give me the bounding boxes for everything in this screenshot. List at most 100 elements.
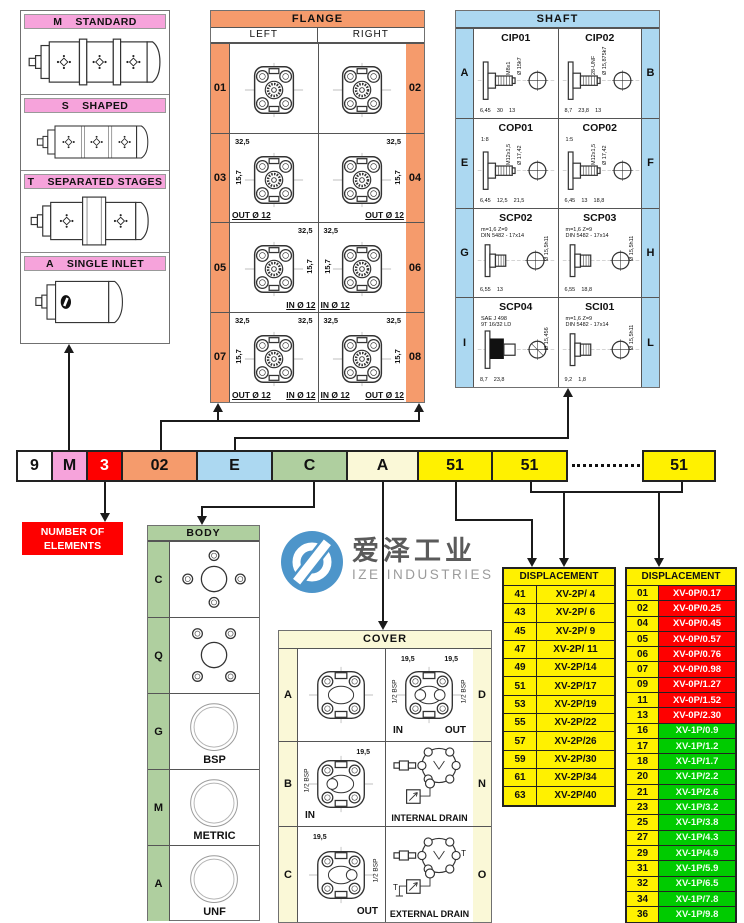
body-code: Q <box>148 618 170 693</box>
port-label: IN Ø 12 <box>286 300 316 311</box>
dim-label: Ø 15k7 <box>517 57 523 75</box>
dim-label: m=1,6 Z=9 <box>565 226 593 233</box>
dim-label: Ø 15,875k7 <box>601 46 608 75</box>
number-of-elements-label: NUMBER OF ELEMENTS <box>22 522 123 555</box>
dim-label: 15,7 <box>233 349 243 364</box>
connector-type-line <box>68 350 70 450</box>
body-drawing: UNF <box>170 846 259 921</box>
flange-code-07: 07 <box>211 312 229 402</box>
flange-code-08: 08 <box>406 312 424 402</box>
shaft-title: SHAFT <box>456 11 659 28</box>
arrow-up-icon <box>64 344 74 353</box>
logo-chinese-text: 爱泽工业 <box>352 536 476 566</box>
arrow-up-icon <box>213 403 223 412</box>
dim-label: 1/2 BSP <box>460 679 468 704</box>
dim-label: 1/2 BSP <box>303 768 311 793</box>
dim-label: 32,5 <box>235 316 250 326</box>
pump-type-header: M STANDARD <box>24 14 166 29</box>
pump-type-code: T <box>27 175 35 188</box>
flange-cell-01 <box>229 43 318 133</box>
dim-label: 1/2 BSP <box>372 858 380 883</box>
shaft-panel: SHAFT A CIP01 M8x1 Ø 15k7 6,45 30 13 CIP… <box>455 10 660 388</box>
connector-shaft-line <box>567 395 569 439</box>
shaft-code-E: E <box>456 117 473 208</box>
flange-drawing-icon <box>243 61 305 119</box>
dim-label: Ø 15,5h11 <box>544 235 550 261</box>
shaft-code-A: A <box>456 28 473 118</box>
dim-label: 32,5 <box>323 316 339 326</box>
drain-type-label: EXTERNAL DRAIN <box>389 909 470 919</box>
connector-displacement-line <box>455 519 533 521</box>
connector-displacement-line <box>530 482 532 493</box>
dim-label: m=1,6 Z=9 <box>565 316 593 323</box>
dim-label: 32,5 <box>235 136 250 146</box>
pump-type-label: SHAPED <box>82 99 129 112</box>
pump-type-code: A <box>45 257 54 270</box>
shaft-code-G: G <box>456 207 473 298</box>
cover-cell-a <box>297 649 385 741</box>
pump-type-code: S <box>61 99 70 112</box>
dim-label: M8x1 <box>506 61 512 75</box>
cover-cell-b: 1/2 BSP 19,5 IN <box>297 741 385 826</box>
body-row-c: C <box>148 541 259 617</box>
connector-shaft-line <box>234 437 236 450</box>
tank-port-label: T <box>461 849 466 858</box>
cover-cell-c: 19,5 1/2 BSP OUT <box>297 826 385 922</box>
body-code: G <box>148 694 170 769</box>
body-code: C <box>148 542 170 617</box>
code-box-series: 9 <box>16 450 53 482</box>
cover-cell-n: INTERNAL DRAIN <box>385 741 473 826</box>
port-label: OUT Ø 12 <box>365 210 404 221</box>
connector-flange-line <box>217 408 219 421</box>
body-drawing: METRIC <box>170 770 259 845</box>
flange-cell-05: 32,5 15,7 IN Ø 12 <box>229 222 318 313</box>
connector-displacement-line <box>658 491 660 560</box>
flange-cell-04: 32,5 15,7 OUT Ø 12 <box>317 132 406 223</box>
flange-drawing-icon <box>331 241 393 298</box>
dim-label: DIN 5482 - 17x14 <box>565 322 609 329</box>
flange-drawing-icon <box>243 241 305 298</box>
dim-label: 19,5 <box>356 749 370 756</box>
dim-label: Ø 15,5h11 <box>628 325 635 351</box>
dim-label: Ø 17,42 <box>517 145 523 165</box>
dim-label: 15,7 <box>322 259 332 275</box>
shaft-cell-scp02: SCP02 m=1,6 Z=9 DIN 5482 - 17x14 Ø 15,5h… <box>473 207 558 298</box>
dim-label: 6,45 12,5 21,5 <box>480 197 525 204</box>
flange-drawing-icon <box>331 330 393 388</box>
dim-label: 19,5 <box>313 834 327 841</box>
shaft-code-B: B <box>642 28 659 118</box>
flange-cell-07: 32,5 32,5 15,7 OUT Ø 12 IN Ø 12 <box>229 312 318 402</box>
shaft-drawing-icon <box>561 61 640 100</box>
shaft-cell-sci01: SCI01 m=1,6 Z=9 DIN 5482 - 17x14 Ø 15,5h… <box>557 297 642 388</box>
shaft-drawing-icon <box>477 151 555 190</box>
dim-label: Ø 17,42 <box>601 145 608 165</box>
connector-shaft-line <box>234 437 569 439</box>
pump-type-header: S SHAPED <box>24 98 166 113</box>
cover-code-A: A <box>279 649 297 741</box>
body-code: M <box>148 770 170 845</box>
arrow-down-icon <box>378 621 388 630</box>
dim-label: 1:8 <box>481 136 489 143</box>
shaft-name: SCP03 <box>583 211 617 224</box>
port-label: OUT Ø 12 <box>232 389 271 400</box>
code-box-displacement-2: 51 <box>491 450 568 482</box>
dim-label: 32,5 <box>386 136 401 146</box>
connector-flange-line <box>418 408 420 421</box>
pump-type-separated-stages: T SEPARATED STAGES <box>21 170 169 252</box>
flange-panel: FLANGE LEFT RIGHT 01 02 03 32,5 15,7 OUT… <box>210 10 425 403</box>
shaft-cell-cop01: COP01 1:8 M12x1,5 Ø 17,42 6,45 12,5 21,5 <box>473 117 558 208</box>
dim-label: 6,55 13 <box>480 287 503 294</box>
